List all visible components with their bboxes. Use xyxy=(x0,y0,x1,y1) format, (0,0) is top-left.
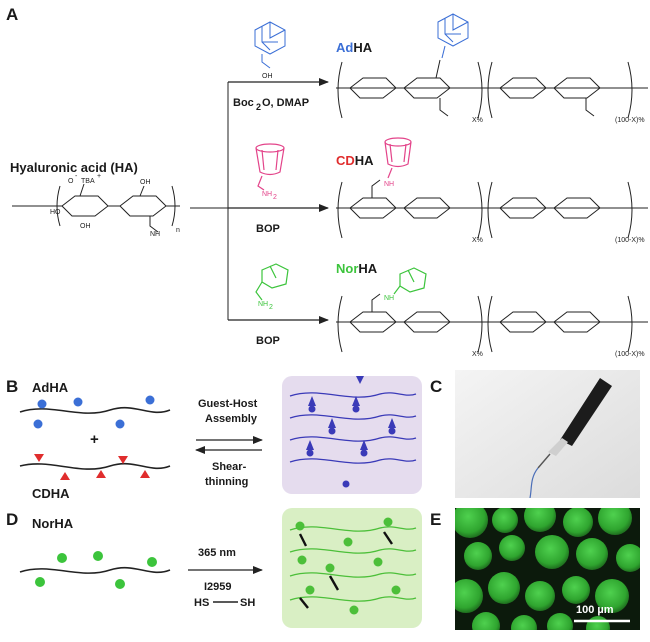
extruded-filament xyxy=(529,467,539,498)
norha-chain-d xyxy=(19,566,171,574)
reagent-bop-cd: BOP xyxy=(256,223,280,235)
assembly-label-2: Assembly xyxy=(205,413,258,425)
ha-oh-top: OH xyxy=(140,179,151,186)
ha-label: Hyaluronic acid (HA) xyxy=(10,160,138,175)
panel-c-photo xyxy=(455,370,640,498)
cdha-label: CDHA xyxy=(32,486,70,501)
norha-x-percent: X% xyxy=(472,351,483,358)
product-cdha-suffix: HA xyxy=(355,153,374,168)
injection-photo-background xyxy=(455,370,640,498)
product-adha-prefix: Ad xyxy=(336,40,353,55)
panel-b-scheme: AdHA CDHA + Guest-Host Assembly Shear- t… xyxy=(19,376,422,501)
panel-label-b: B xyxy=(6,377,18,396)
thiol-crosslinks xyxy=(298,531,393,609)
product-norha-prefix: Nor xyxy=(336,261,358,276)
cdha-chain xyxy=(19,462,171,470)
dithiol-right: SH xyxy=(240,597,255,609)
crosslink-groups xyxy=(295,517,401,615)
ha-structure: O - TBA + OH HO OH NH n xyxy=(12,173,180,238)
guest-host-complexes xyxy=(306,376,396,488)
panel-a-scheme: Hyaluronic acid (HA) O - TBA + OH HO OH … xyxy=(10,13,648,358)
adha-chain xyxy=(19,406,171,414)
cdha-remainder-percent: (100-X)% xyxy=(615,237,645,244)
scale-bar-label: 100 µm xyxy=(576,604,614,616)
plus-sign: + xyxy=(90,431,99,448)
microgel-particles xyxy=(455,508,640,630)
norbornene-amine-reagent xyxy=(255,263,289,301)
dithiol-left: HS xyxy=(194,597,209,609)
covalent-network xyxy=(289,526,417,602)
nor-amine-sub: 2 xyxy=(269,304,273,311)
adha-label: AdHA xyxy=(32,380,69,395)
cd-amine: NH xyxy=(262,191,272,198)
guest-host-network xyxy=(289,392,417,464)
reagent-bop-nor: BOP xyxy=(256,335,280,347)
ha-nh: NH xyxy=(150,231,160,238)
panel-e-micrograph: 100 µm xyxy=(455,508,640,630)
product-cdha-prefix: CD xyxy=(336,153,355,168)
product-adha-suffix: HA xyxy=(353,40,372,55)
adamantane-acid-reagent xyxy=(254,21,286,69)
panel-label-e: E xyxy=(430,510,441,529)
shear-label-1: Shear- xyxy=(212,461,247,473)
adha-remainder-percent: (100-X)% xyxy=(615,117,645,124)
product-structure-norha: NH X% (100-X)% xyxy=(336,267,648,358)
panel-label-c: C xyxy=(430,377,442,396)
adamantane-acid-oh: OH xyxy=(262,73,273,80)
ha-counter-ion: TBA xyxy=(81,178,95,185)
guest-host-gel-box xyxy=(282,376,422,494)
adha-adamantane-groups xyxy=(33,395,155,429)
norha-amide-nh: NH xyxy=(384,295,394,302)
ha-carboxylate: O xyxy=(68,178,74,185)
product-cdha: CDHA xyxy=(336,153,374,168)
ha-charge-plus: + xyxy=(97,173,101,180)
cdha-cyclodextrin-groups xyxy=(34,454,150,480)
norbornene-groups xyxy=(35,551,157,589)
product-norha-suffix: HA xyxy=(358,261,377,276)
product-adha: AdHA xyxy=(336,40,373,55)
product-structure-cdha: NH X% (100-X)% xyxy=(336,137,648,244)
cd-amine-sub: 2 xyxy=(273,194,277,201)
adha-x-percent: X% xyxy=(472,117,483,124)
cdha-x-percent: X% xyxy=(472,237,483,244)
reagent-boc: Boc xyxy=(233,97,254,109)
assembly-label-1: Guest-Host xyxy=(198,398,258,410)
product-structure-adha: X% (100-X)% xyxy=(336,13,648,124)
nor-amine: NH xyxy=(258,301,268,308)
reagent-boc-sub: 2 xyxy=(256,102,261,112)
norha-label-d: NorHA xyxy=(32,516,74,531)
ha-oh-bottom: OH xyxy=(80,223,91,230)
panel-d-scheme: NorHA 365 nm I2959 HS SH xyxy=(19,508,422,628)
norha-remainder-percent: (100-X)% xyxy=(615,351,645,358)
ha-charge-minus: - xyxy=(75,173,78,180)
panel-label-d: D xyxy=(6,510,18,529)
panel-label-a: A xyxy=(6,5,18,24)
ha-repeat-n: n xyxy=(176,227,180,234)
syringe-needle xyxy=(537,378,612,469)
shear-label-2: thinning xyxy=(205,476,248,488)
product-norha: NorHA xyxy=(336,261,378,276)
photoinitiator: I2959 xyxy=(204,581,232,593)
reagent-boc-rest: O, DMAP xyxy=(262,97,309,109)
cdha-amide-nh: NH xyxy=(384,181,394,188)
ha-ho-left: HO xyxy=(50,209,61,216)
cyclodextrin-amine-reagent xyxy=(255,143,285,191)
light-wavelength: 365 nm xyxy=(198,547,236,559)
